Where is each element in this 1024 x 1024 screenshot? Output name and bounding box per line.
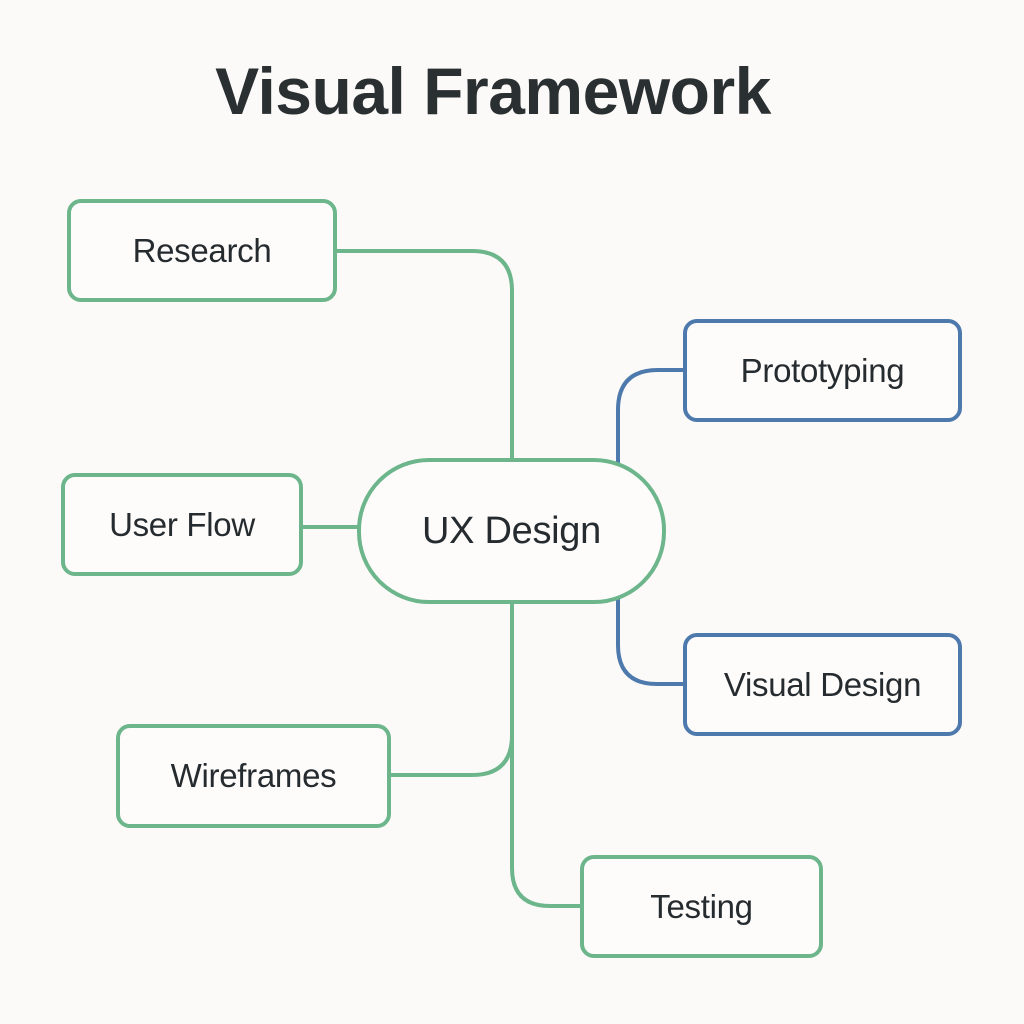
node-label: Wireframes	[170, 757, 337, 794]
connector-testing	[510, 735, 583, 908]
connector-research	[336, 249, 514, 462]
node-visual-design[interactable]: Visual Design	[683, 633, 962, 736]
node-label: Testing	[650, 887, 753, 925]
diagram-title: Visual Framework	[215, 54, 771, 128]
center-node-label: UX Design	[422, 509, 601, 552]
node-label: Prototyping	[740, 351, 905, 389]
node-research[interactable]: Research	[67, 199, 337, 302]
node-label: Visual Design	[723, 665, 922, 703]
node-user-flow[interactable]: User Flow	[61, 473, 303, 576]
connector-visual-design	[616, 598, 686, 686]
connector-prototyping	[616, 368, 686, 464]
node-testing[interactable]: Testing	[580, 855, 823, 958]
node-label: Research	[132, 231, 272, 269]
node-prototyping[interactable]: Prototyping	[683, 319, 962, 422]
connector-wireframes	[389, 600, 514, 777]
node-ux-design-center[interactable]: UX Design	[357, 458, 666, 604]
node-label: User Flow	[109, 505, 255, 543]
node-wireframes[interactable]: Wireframes	[116, 724, 391, 828]
